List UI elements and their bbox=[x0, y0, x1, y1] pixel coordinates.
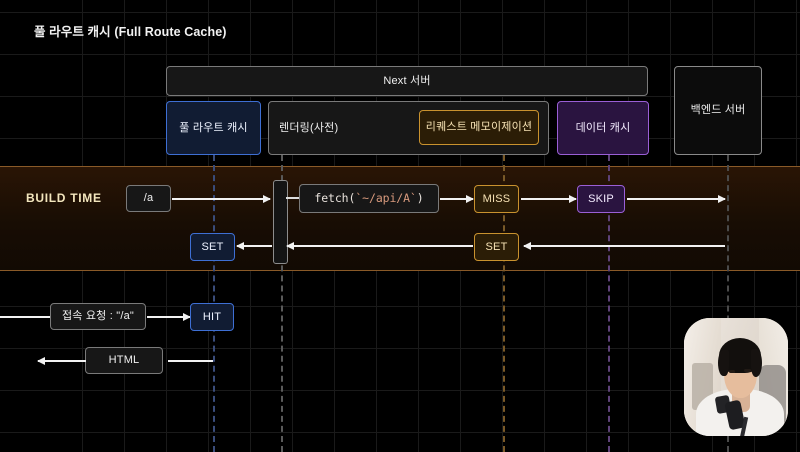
arrow-request-to-hit bbox=[147, 316, 190, 318]
miss-box: MISS bbox=[474, 185, 519, 213]
lifeline-rendering bbox=[281, 155, 283, 452]
html-box: HTML bbox=[85, 347, 163, 374]
html-label: HTML bbox=[108, 354, 140, 367]
fetch-close-text: ) bbox=[416, 190, 424, 205]
connector-render-to-fetch bbox=[286, 197, 300, 199]
arrow-miss-to-skip bbox=[521, 198, 576, 200]
component-label-full-route-cache: 풀 라우트 캐시 bbox=[179, 121, 248, 134]
arrow-render-to-set-route bbox=[237, 245, 272, 247]
next-server-label: Next 서버 bbox=[383, 74, 431, 87]
request-box: 접속 요청 : "/a" bbox=[50, 303, 146, 330]
component-full-route-cache: 풀 라우트 캐시 bbox=[166, 101, 261, 155]
arrow-fetch-to-miss bbox=[440, 198, 473, 200]
lifeline-backend-server bbox=[727, 155, 729, 452]
component-label-rendering: 렌더링(사전) bbox=[279, 121, 339, 134]
fetch-call-box: fetch(`~/api/A`) bbox=[299, 184, 439, 213]
arrow-skip-to-backend bbox=[627, 198, 725, 200]
set-route-cache-label: SET bbox=[201, 240, 224, 253]
hit-box: HIT bbox=[190, 303, 234, 331]
miss-label: MISS bbox=[482, 192, 511, 205]
pip-person-eye-left bbox=[728, 369, 735, 373]
backend-server-box: 백엔드 서버 bbox=[674, 66, 762, 155]
fetch-string-text: `~/api/A` bbox=[355, 190, 417, 205]
route-box: /a bbox=[126, 185, 171, 212]
hit-label: HIT bbox=[202, 310, 222, 323]
arrow-backend-to-set-data bbox=[524, 245, 725, 247]
set-data-cache-label: SET bbox=[485, 240, 508, 253]
component-request-memoization: 리퀘스트 메모이제이션 bbox=[419, 110, 539, 145]
component-label-request-memoization: 리퀘스트 메모이제이션 bbox=[425, 121, 533, 134]
set-route-cache-box: SET bbox=[190, 233, 235, 261]
backend-server-label: 백엔드 서버 bbox=[690, 104, 746, 117]
lifeline-data-cache bbox=[608, 155, 610, 452]
line-hit-to-html bbox=[168, 360, 213, 362]
build-time-band bbox=[0, 166, 800, 271]
set-data-cache-box: SET bbox=[474, 233, 519, 261]
rendering-activation-bar bbox=[273, 180, 288, 264]
page-title: 풀 라우트 캐시 (Full Route Cache) bbox=[34, 25, 227, 39]
next-server-box: Next 서버 bbox=[166, 66, 648, 96]
fetch-fn-text: fetch( bbox=[314, 190, 356, 205]
webcam-pip bbox=[684, 318, 788, 436]
lifeline-request-memoization bbox=[503, 155, 505, 452]
build-time-label: BUILD TIME bbox=[26, 191, 102, 205]
pip-person-hair-left bbox=[718, 349, 729, 376]
pip-person-hair-right bbox=[750, 348, 762, 377]
arrow-route-to-render bbox=[172, 198, 270, 200]
arrow-set-data-to-render bbox=[287, 245, 473, 247]
route-label: /a bbox=[143, 192, 154, 205]
skip-label: SKIP bbox=[588, 192, 614, 205]
pip-person-eye-right bbox=[744, 368, 751, 372]
arrow-html-to-client bbox=[38, 360, 86, 362]
fetch-call-label: fetch(`~/api/A`) bbox=[314, 190, 424, 205]
request-label: 접속 요청 : "/a" bbox=[61, 310, 135, 323]
component-label-data-cache: 데이터 캐시 bbox=[575, 121, 631, 134]
component-data-cache: 데이터 캐시 bbox=[557, 101, 649, 155]
skip-box: SKIP bbox=[577, 185, 625, 213]
line-incoming-request bbox=[0, 316, 51, 318]
